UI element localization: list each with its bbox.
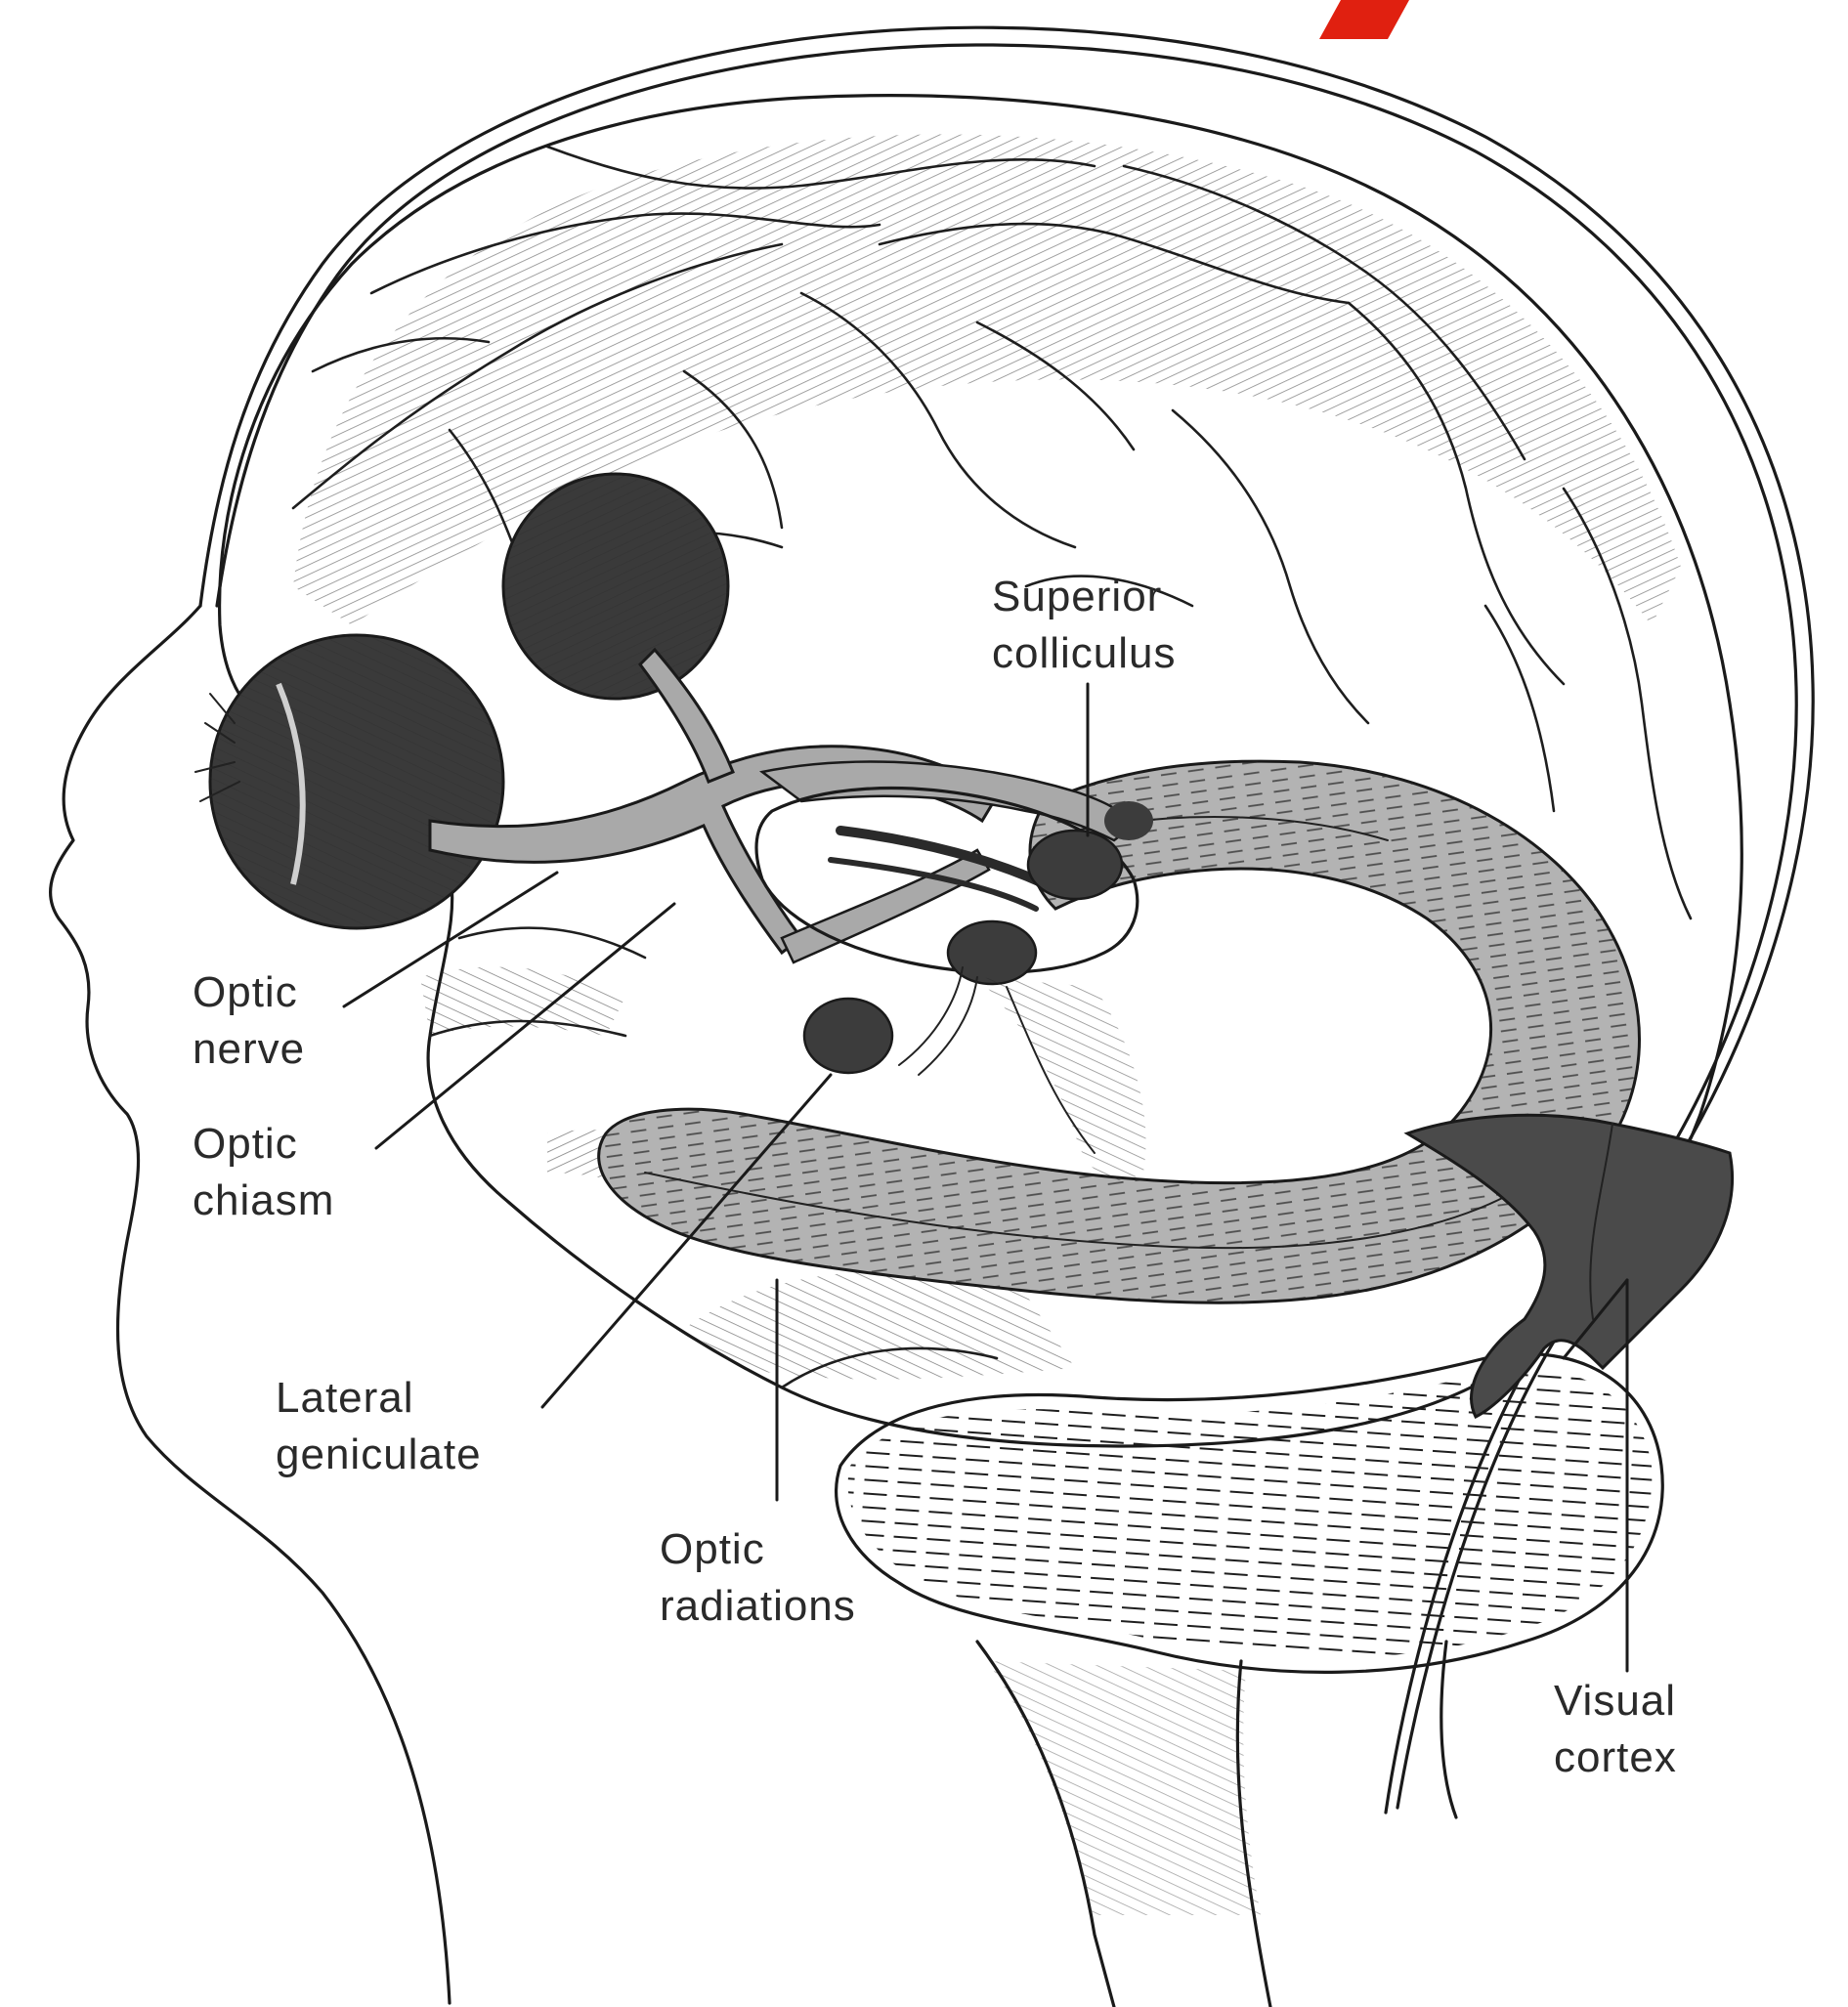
label-lateral-geniculate: Lateral geniculate	[276, 1374, 482, 1478]
lateral-geniculate-nucleus	[804, 999, 892, 1073]
label-optic-chiasm: Optic chiasm	[193, 1120, 334, 1224]
thalamus-region	[756, 789, 1153, 1180]
label-visual-cortex: Visual cortex	[1554, 1677, 1689, 1781]
cerebellum	[837, 1354, 1663, 1673]
label-superior-colliculus: Superior colliculus	[992, 573, 1177, 677]
left-eye	[195, 635, 503, 928]
label-optic-nerve: Optic nerve	[193, 968, 311, 1073]
right-eye	[503, 474, 728, 699]
brainstem	[977, 1642, 1456, 2007]
superior-colliculus-nucleus	[1028, 831, 1122, 899]
visual-cortex-region	[1407, 1115, 1733, 1417]
red-accent-mark	[1319, 0, 1409, 39]
label-optic-radiations: Optic radiations	[660, 1525, 856, 1630]
